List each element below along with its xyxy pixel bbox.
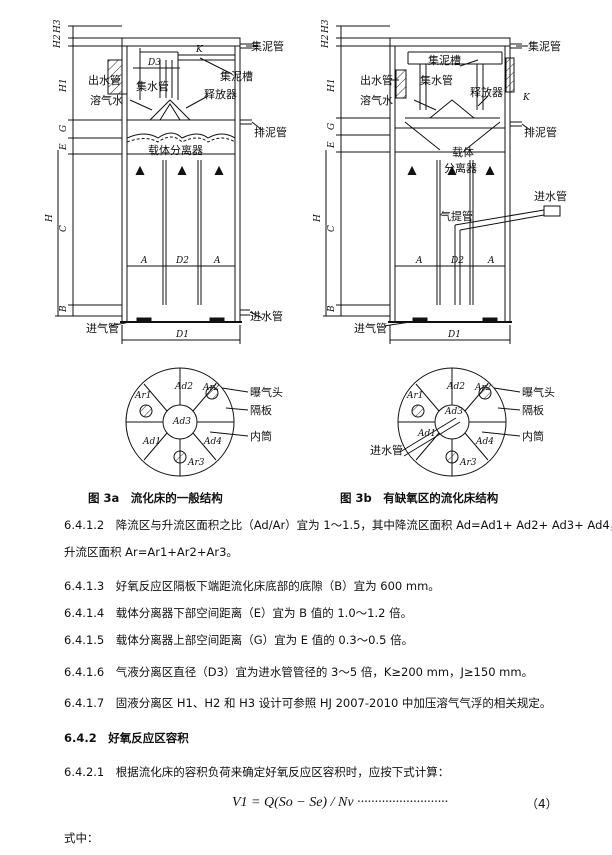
label-h: H xyxy=(313,214,323,223)
figure-3b xyxy=(323,25,561,344)
label-sludge-pipe: 集泥管 xyxy=(528,39,561,53)
label-collector-pipe: 集水管 xyxy=(420,73,453,87)
clause-6-4-2-1: 6.4.2.1 根据流化床的容积负荷来确定好氧反应区容积时，应按下式计算： xyxy=(64,765,450,779)
label-d1: D1 xyxy=(175,330,189,340)
clause-6-4-1-6: 6.4.1.6 气液分离区直径（D3）宜为进水管管径的 3～5 倍，K≥200 … xyxy=(64,665,534,679)
label-collector-pipe: 集水管 xyxy=(136,79,169,93)
label-h2: H2 xyxy=(53,34,63,49)
label-h3: H3 xyxy=(321,19,331,34)
label-inner-tube: 内筒 xyxy=(250,429,272,443)
label-sludge-trough: 集泥槽 xyxy=(220,69,253,83)
label-dissolved-water: 溶气水 xyxy=(90,93,123,107)
clause-6-4-1-3: 6.4.1.3 好氧反应区隔板下端距流化床底部的底隙（B）宜为 600 mm。 xyxy=(64,579,440,593)
label-ar1: Ar1 xyxy=(406,391,424,401)
plan-b-labels: Ad2 Ar1 Ar2 Ad3 Ad1 Ad4 Ar3 曝气头 隔板 内筒 进水… xyxy=(370,382,555,468)
label-releaser: 释放器 xyxy=(204,87,237,101)
caption-fig-3a: 图 3a 流化床的一般结构 xyxy=(88,491,223,505)
label-inlet-pipe: 进水管 xyxy=(250,309,283,323)
label-a-left: A xyxy=(140,256,148,266)
label-ad3: Ad3 xyxy=(172,417,191,427)
plan-view-b xyxy=(397,367,521,477)
label-ad2: Ad2 xyxy=(446,382,465,392)
label-sludge-trough: 集泥槽 xyxy=(428,53,461,67)
figure-3b-labels: H3 H2 H1 G E C H B K A D2 A D1 集泥槽 集泥管 出… xyxy=(313,19,567,340)
label-inlet-pipe: 进水管 xyxy=(534,189,567,203)
where-label: 式中： xyxy=(64,831,99,845)
label-ad1: Ad1 xyxy=(417,429,436,439)
label-sludge-pipe: 集泥管 xyxy=(251,39,284,53)
label-ad4: Ad4 xyxy=(475,437,494,447)
caption-fig-3b: 图 3b 有缺氧区的流化床结构 xyxy=(340,491,499,505)
label-baffle: 隔板 xyxy=(250,403,272,417)
label-k: K xyxy=(195,45,204,55)
label-drain-pipe: 排泥管 xyxy=(254,125,287,139)
label-g: G xyxy=(59,125,69,132)
label-baffle: 隔板 xyxy=(522,403,544,417)
label-c: C xyxy=(327,225,337,232)
label-aerator: 曝气头 xyxy=(522,385,555,399)
figure-3a xyxy=(55,25,263,344)
label-e: E xyxy=(327,141,337,149)
label-h: H xyxy=(45,214,55,223)
label-h3: H3 xyxy=(53,19,63,34)
label-outlet-pipe: 出水管 xyxy=(360,73,393,87)
label-c: C xyxy=(59,225,69,232)
label-d2: D2 xyxy=(175,256,189,266)
label-d1: D1 xyxy=(447,330,461,340)
label-ad3: Ad3 xyxy=(444,407,463,417)
label-carrier-separator: 载体分离器 xyxy=(148,143,203,157)
label-airlift-pipe: 气提管 xyxy=(440,209,473,223)
label-inner-tube: 内筒 xyxy=(522,429,544,443)
label-releaser: 释放器 xyxy=(470,85,503,99)
clause-6-4-1-4: 6.4.1.4 载体分离器下部空间距离（E）宜为 B 值的 1.0～1.2 倍。 xyxy=(64,606,413,620)
label-ar3: Ar3 xyxy=(187,458,205,468)
label-air-inlet: 进气管 xyxy=(86,321,119,335)
label-ar2: Ar2 xyxy=(474,383,492,393)
label-ad1: Ad1 xyxy=(142,437,161,447)
label-carrier-2: 分离器 xyxy=(444,161,477,175)
clause-6-4-1-2-line2: 升流区面积 Ar=Ar1+Ar2+Ar3。 xyxy=(64,545,238,559)
clause-6-4-1-5: 6.4.1.5 载体分离器上部空间距离（G）宜为 E 值的 0.3～0.5 倍。 xyxy=(64,633,414,647)
equation-number: （4） xyxy=(526,797,558,811)
label-drain-pipe: 排泥管 xyxy=(524,125,557,139)
formula-4: V1 = Q(So − Se) / Nv ···················… xyxy=(232,795,449,810)
plan-view-a xyxy=(125,367,249,477)
label-e: E xyxy=(59,143,69,151)
label-ar3: Ar3 xyxy=(459,458,477,468)
label-carrier-1: 载体 xyxy=(452,145,474,159)
label-air-inlet: 进气管 xyxy=(354,321,387,335)
label-ad4: Ad4 xyxy=(203,437,222,447)
label-h2: H2 xyxy=(321,34,331,49)
label-inlet-pipe: 进水管 xyxy=(370,443,403,457)
label-ar1: Ar1 xyxy=(134,391,152,401)
label-outlet-pipe: 出水管 xyxy=(88,73,121,87)
label-b: B xyxy=(327,305,337,313)
label-dissolved-water: 溶气水 xyxy=(360,93,393,107)
label-d3: D3 xyxy=(147,58,161,68)
figure-3a-labels: H3 H2 H1 G E C H B D3 K A D2 A D1 集泥管 出水… xyxy=(45,19,287,340)
label-a-right: A xyxy=(213,256,221,266)
label-d2: D2 xyxy=(450,256,464,266)
clause-6-4-1-7: 6.4.1.7 固液分离区 H1、H2 和 H3 设计可参照 HJ 2007-2… xyxy=(64,696,552,710)
label-h1: H1 xyxy=(327,78,337,93)
label-a-right: A xyxy=(487,256,495,266)
label-aerator: 曝气头 xyxy=(250,385,283,399)
label-k: K xyxy=(522,93,531,103)
label-ad2: Ad2 xyxy=(174,382,193,392)
label-g: G xyxy=(327,123,337,130)
label-h1: H1 xyxy=(59,78,69,93)
label-ar2: Ar2 xyxy=(202,383,220,393)
plan-a-labels: Ad2 Ar1 Ar2 Ad3 Ad1 Ad4 Ar3 曝气头 隔板 内筒 xyxy=(134,382,283,468)
label-a-left: A xyxy=(415,256,423,266)
label-b: B xyxy=(59,305,69,313)
clause-6-4-1-2-line1: 6.4.1.2 降流区与升流区面积之比（Ad/Ar）宜为 1～1.5，其中降流区… xyxy=(64,518,612,532)
section-heading-6-4-2: 6.4.2 好氧反应区容积 xyxy=(64,731,189,745)
